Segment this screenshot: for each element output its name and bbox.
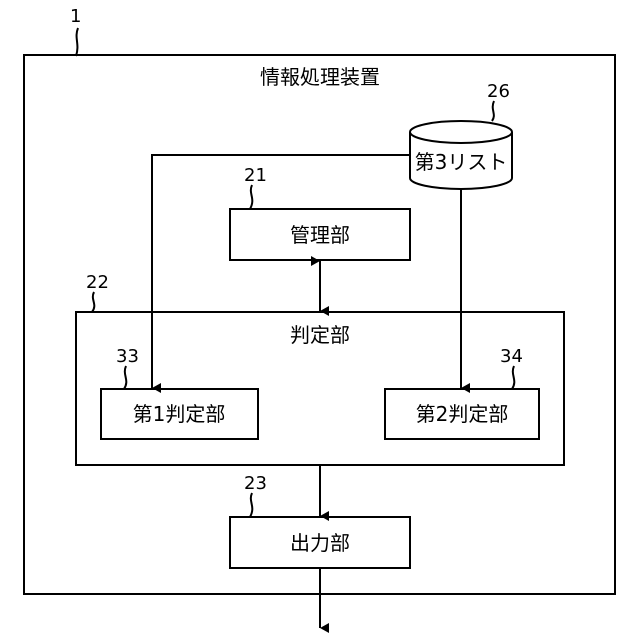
- device-ref-leader: [76, 28, 78, 56]
- judge-label: 判定部: [290, 323, 350, 347]
- device-ref: 1: [70, 6, 81, 27]
- judge2-label: 第2判定部: [416, 402, 509, 426]
- output-label: 出力部: [290, 531, 350, 555]
- device-title: 情報処理装置: [260, 65, 380, 89]
- output-ref: 23: [244, 473, 267, 494]
- judge1-ref: 33: [116, 346, 139, 367]
- list-db-ref: 26: [487, 81, 510, 102]
- judge2-ref: 34: [500, 346, 523, 367]
- judge1-label: 第1判定部: [133, 402, 226, 426]
- judge-ref: 22: [86, 272, 109, 293]
- manager-ref: 21: [244, 165, 267, 186]
- manager-label: 管理部: [290, 223, 350, 247]
- list-db-label: 第3リスト: [415, 150, 508, 174]
